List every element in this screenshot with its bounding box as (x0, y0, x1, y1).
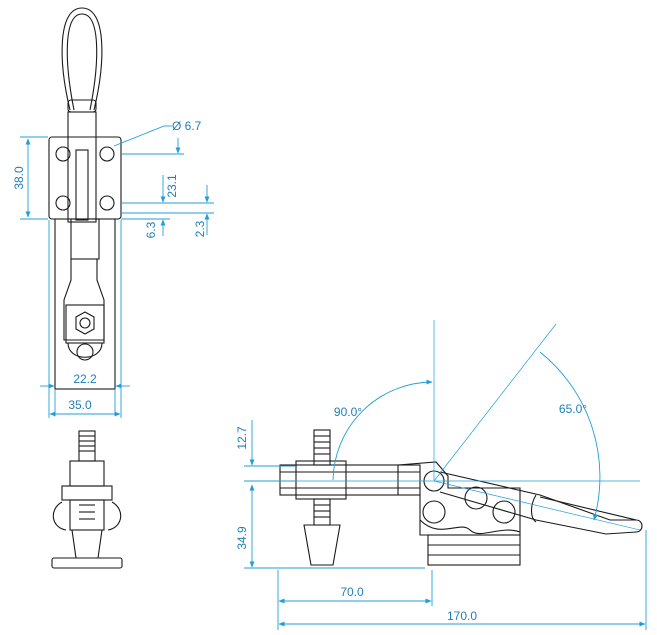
dim-base-width: 35.0 (68, 398, 92, 412)
dim-hole-spacing: 23.1 (165, 174, 179, 198)
top-view-dimensions: 38.0 Ø 6.7 23.1 6.3 2.3 22.2 35.0 (12, 119, 214, 418)
dim-overall-length: 170.0 (447, 609, 477, 623)
base-plate (48, 136, 122, 220)
dim-base-height: 38.0 (12, 166, 26, 190)
dim-reach: 70.0 (340, 585, 364, 599)
dim-offset-small: 6.3 (144, 221, 158, 238)
side-view-dimensions: 90.0° 65.0° 12.7 34.9 70.0 170.0 (235, 320, 647, 630)
side-view (279, 429, 643, 566)
dim-inner-width: 22.2 (73, 372, 97, 386)
dim-height-bottom: 34.9 (235, 526, 249, 550)
dim-offset-tiny: 2.3 (193, 220, 207, 237)
top-view (48, 7, 122, 390)
dim-height-top: 12.7 (235, 426, 249, 450)
dim-hole-diameter: Ø 6.7 (172, 119, 202, 133)
front-view (51, 430, 123, 569)
dim-angle-open: 90.0° (334, 405, 362, 419)
dim-angle-handle: 65.0° (559, 402, 587, 416)
